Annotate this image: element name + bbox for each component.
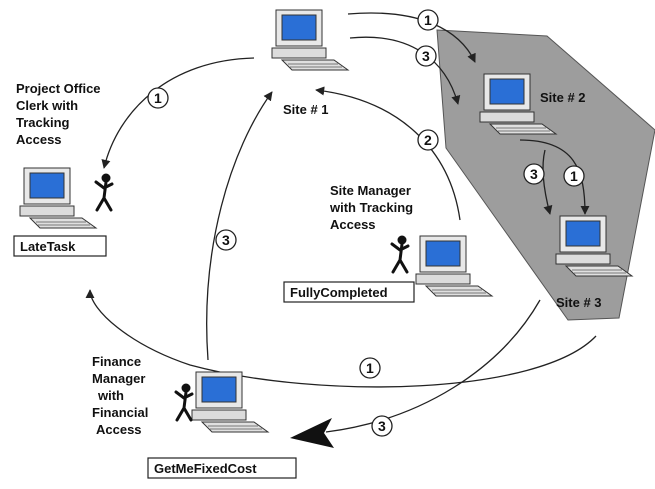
arrow-icon — [519, 139, 590, 215]
site-3-label: Site # 3 — [556, 295, 602, 310]
svg-text:FullyCompleted: FullyCompleted — [290, 285, 388, 300]
arrow-icon — [101, 57, 255, 169]
clerk-computer — [19, 167, 97, 229]
svg-text:1: 1 — [154, 90, 162, 106]
svg-text:LateTask: LateTask — [20, 239, 76, 254]
finance-computer — [191, 371, 269, 433]
step-badge: 2 — [417, 129, 439, 151]
svg-text:3: 3 — [530, 166, 538, 182]
svg-text:3: 3 — [422, 48, 430, 64]
svg-text:1: 1 — [570, 168, 578, 184]
clerk-description: Project Office Clerk with Tracking Acces… — [16, 81, 101, 147]
svg-text:3: 3 — [222, 232, 230, 248]
svg-text:Site Manager: Site Manager — [330, 183, 411, 198]
svg-text:Tracking: Tracking — [16, 115, 70, 130]
site-2-label: Site # 2 — [540, 90, 586, 105]
step-badge: 1 — [359, 357, 381, 379]
svg-text:Access: Access — [96, 422, 142, 437]
arrow-icon — [85, 289, 597, 388]
step-badge: 3 — [415, 45, 437, 67]
query-fullycompleted: FullyCompleted — [283, 281, 415, 303]
query-latetask: LateTask — [13, 235, 107, 257]
stick-figure-icon — [390, 234, 410, 274]
step-badges: 1 3 1 2 3 1 3 1 3 — [147, 9, 585, 437]
arrow-icon — [315, 86, 461, 221]
arrow-icon — [542, 149, 553, 215]
step-badge: 1 — [563, 165, 585, 187]
site-1-label: Site # 1 — [283, 102, 329, 117]
stick-figure-icon — [94, 172, 114, 212]
svg-text:3: 3 — [378, 418, 386, 434]
arrow-icon — [290, 418, 334, 448]
arrow-icon — [325, 299, 541, 433]
step-badge: 1 — [147, 87, 169, 109]
query-getmefixedcost: GetMeFixedCost — [147, 457, 297, 479]
step-badge: 3 — [371, 415, 393, 437]
svg-text:Financial: Financial — [92, 405, 148, 420]
arrow-icon — [206, 91, 273, 361]
flow-arrows — [85, 12, 597, 448]
svg-text:Access: Access — [330, 217, 376, 232]
svg-text:Access: Access — [16, 132, 62, 147]
site-manager-computer — [415, 235, 493, 297]
svg-text:with Tracking: with Tracking — [329, 200, 413, 215]
step-badge: 3 — [215, 229, 237, 251]
svg-text:Clerk with: Clerk with — [16, 98, 78, 113]
svg-text:Project Office: Project Office — [16, 81, 101, 96]
svg-text:with: with — [97, 388, 124, 403]
finance-description: Finance Manager with Financial Access — [92, 354, 148, 437]
svg-text:GetMeFixedCost: GetMeFixedCost — [154, 461, 257, 476]
step-badge: 1 — [417, 9, 439, 31]
step-badge: 3 — [523, 163, 545, 185]
svg-text:2: 2 — [424, 132, 432, 148]
svg-text:Manager: Manager — [92, 371, 145, 386]
svg-text:1: 1 — [424, 12, 432, 28]
svg-text:1: 1 — [366, 360, 374, 376]
site-manager-description: Site Manager with Tracking Access — [329, 183, 413, 232]
stick-figure-icon — [174, 382, 194, 422]
svg-text:Finance: Finance — [92, 354, 141, 369]
site-1-computer — [271, 9, 349, 71]
